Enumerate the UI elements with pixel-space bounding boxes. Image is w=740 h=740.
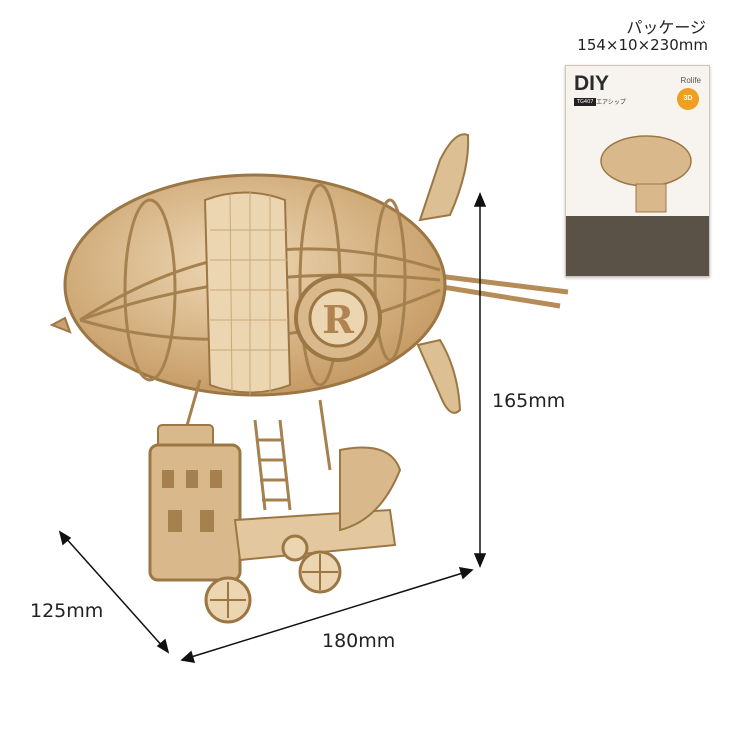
package-kit-name: エアシップ xyxy=(596,99,626,106)
width-dimension: 180mm xyxy=(322,630,396,652)
svg-text:R: R xyxy=(322,297,354,342)
package-brand: Rolife xyxy=(680,76,701,85)
depth-dimension: 125mm xyxy=(30,600,104,622)
height-dimension: 165mm xyxy=(492,390,566,412)
package-size: 154×10×230mm xyxy=(577,36,708,54)
package-logo: DIY xyxy=(574,72,610,95)
package-3d-badge: 3D xyxy=(677,88,699,110)
package-box-image: DIY Rolife TG407 エアシップ 3D xyxy=(565,65,710,277)
package-label: パッケージ xyxy=(626,18,706,37)
package-badge: TG407 xyxy=(574,98,597,106)
package-bottom-panel xyxy=(566,216,709,276)
